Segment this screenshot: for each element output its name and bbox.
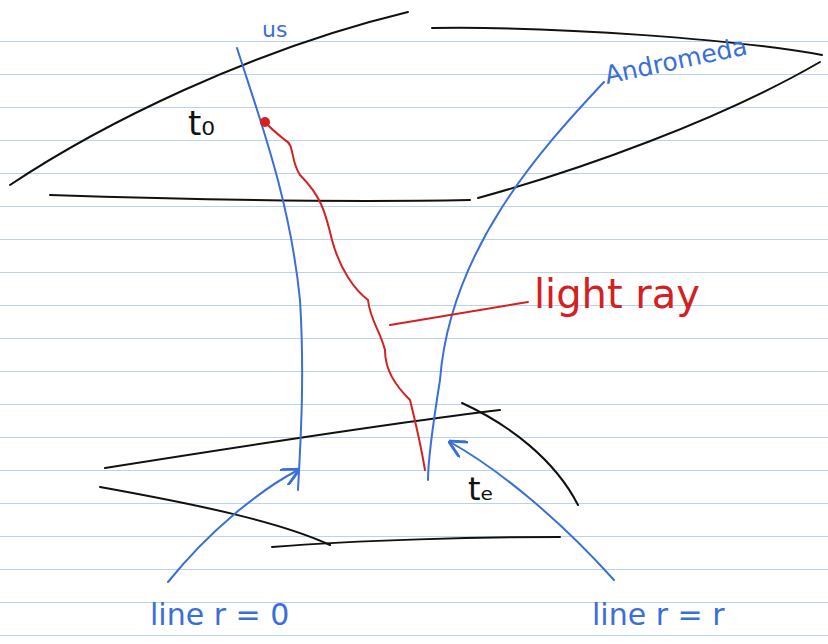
time-slice-surface: [10, 12, 822, 547]
leader-line: [390, 302, 528, 325]
pointer-arrow: [168, 442, 614, 582]
world-line: [237, 48, 604, 490]
worldline-label: us: [262, 18, 287, 42]
event-dot: [260, 117, 270, 127]
line-label: line r = r: [592, 598, 725, 631]
worldline-label: Andromeda: [602, 33, 749, 90]
time-label: t₀: [188, 105, 215, 142]
line-label: line r = 0: [150, 598, 289, 631]
time-label: tₑ: [468, 472, 494, 507]
light-ray: [265, 122, 425, 470]
ray-label: light ray: [534, 272, 700, 316]
